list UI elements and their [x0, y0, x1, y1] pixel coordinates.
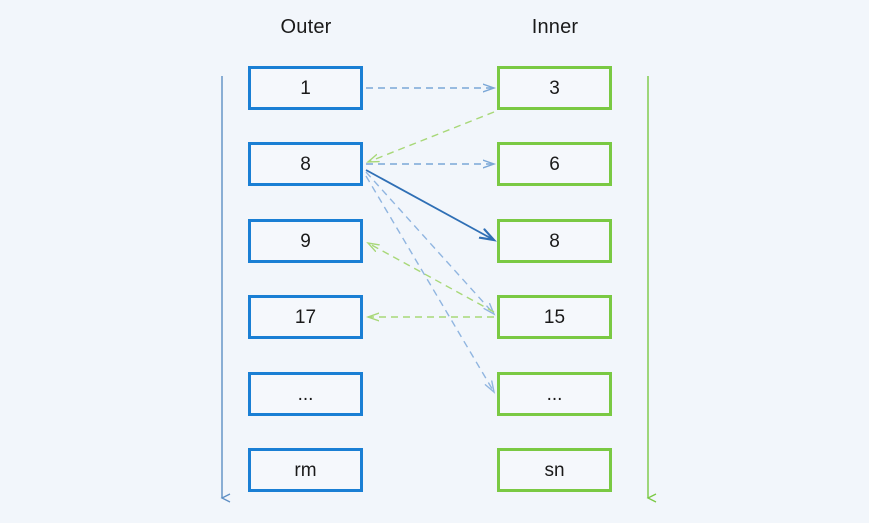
inner-node-label: 8	[549, 230, 560, 252]
inner-node-i5[interactable]: ...	[497, 372, 612, 416]
outer-node-o2[interactable]: 8	[248, 142, 363, 186]
inner-node-label: sn	[544, 459, 565, 481]
column-header-outer: Outer	[280, 16, 332, 38]
outer-node-label: 1	[300, 77, 311, 99]
outer-node-label: ...	[297, 383, 314, 405]
inner-node-label: 3	[549, 77, 560, 99]
outer-node-o4[interactable]: 17	[248, 295, 363, 339]
outer-node-o6[interactable]: rm	[248, 448, 363, 492]
edge-3-to-8outer	[368, 111, 495, 162]
edge-15-to-9	[368, 243, 495, 313]
edge-8-to-dots	[365, 175, 494, 392]
edge-8-to-15	[365, 171, 494, 314]
inner-node-i3[interactable]: 8	[497, 219, 612, 263]
inner-node-i4[interactable]: 15	[497, 295, 612, 339]
outer-node-label: rm	[294, 459, 317, 481]
edge-8-to-8	[365, 169, 494, 240]
inner-node-i6[interactable]: sn	[497, 448, 612, 492]
outer-node-o1[interactable]: 1	[248, 66, 363, 110]
outer-node-label: 9	[300, 230, 311, 252]
column-header-inner: Inner	[531, 16, 579, 38]
inner-node-label: 6	[549, 153, 560, 175]
outer-node-o3[interactable]: 9	[248, 219, 363, 263]
inner-node-i1[interactable]: 3	[497, 66, 612, 110]
outer-node-label: 17	[294, 306, 317, 328]
outer-node-o5[interactable]: ...	[248, 372, 363, 416]
inner-node-label: ...	[546, 383, 563, 405]
outer-node-label: 8	[300, 153, 311, 175]
inner-node-label: 15	[543, 306, 566, 328]
inner-node-i2[interactable]: 6	[497, 142, 612, 186]
